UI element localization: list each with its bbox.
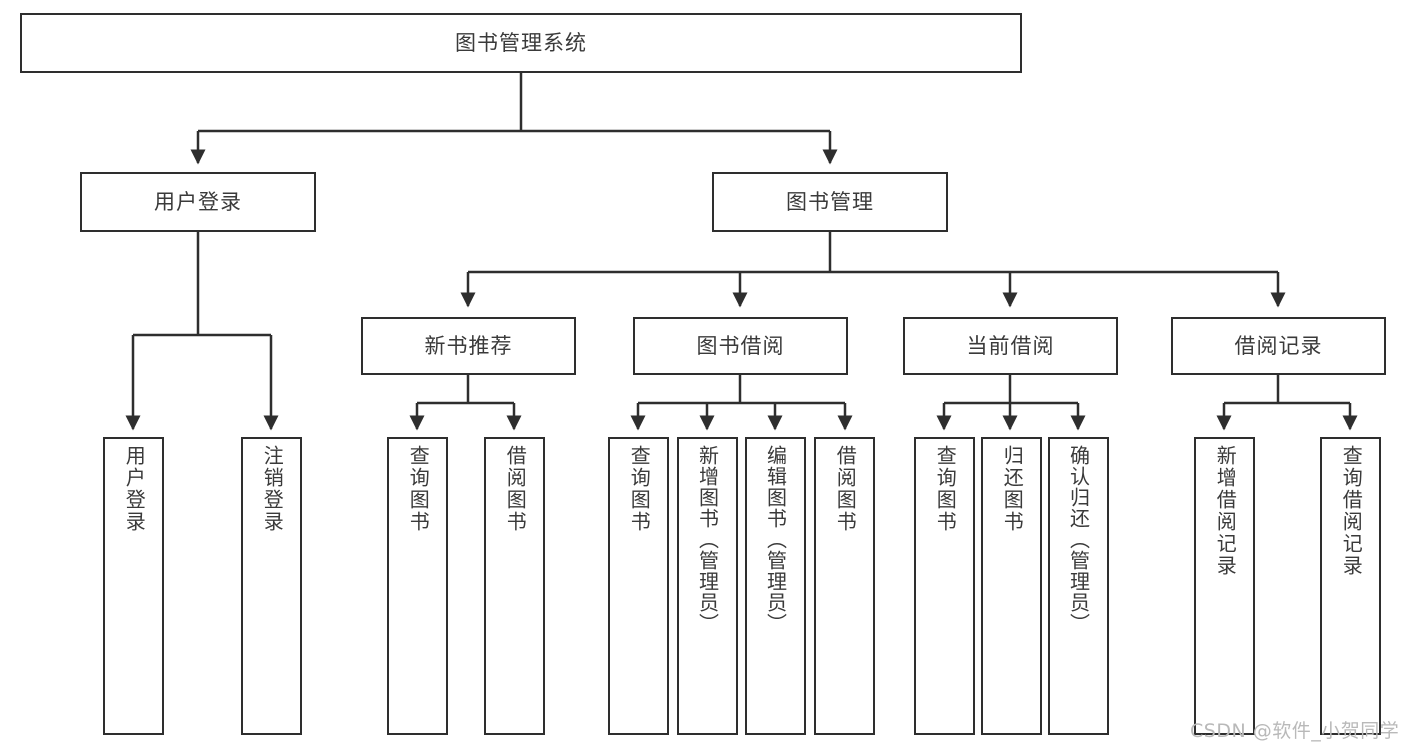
node-label: 查询图书	[933, 445, 958, 533]
node-label: 归还图书	[1000, 445, 1025, 533]
node-label: 查询图书	[627, 445, 652, 533]
csdn-watermark: CSDN @软件_小贺同学	[1190, 720, 1400, 742]
leaf-add-book-admin[interactable]: 新增图书（管理员）	[677, 437, 738, 735]
node-label: 借阅图书	[833, 445, 858, 533]
node-label: 编辑图书（管理员）	[763, 445, 788, 634]
node-label: 用户登录	[154, 189, 242, 214]
node-label: 用户登录	[122, 445, 147, 533]
node-current-borrow[interactable]: 当前借阅	[903, 317, 1118, 375]
node-label: 注销登录	[260, 445, 285, 533]
node-label: 借阅图书	[503, 445, 528, 533]
leaf-query-book-current[interactable]: 查询图书	[914, 437, 975, 735]
node-label: 查询图书	[406, 445, 431, 533]
leaf-query-book-recommend[interactable]: 查询图书	[387, 437, 448, 735]
node-book-borrow[interactable]: 图书借阅	[633, 317, 848, 375]
node-label: 新增借阅记录	[1213, 445, 1238, 577]
leaf-edit-book-admin[interactable]: 编辑图书（管理员）	[745, 437, 806, 735]
leaf-user-login[interactable]: 用户登录	[103, 437, 164, 735]
node-book-management[interactable]: 图书管理	[712, 172, 948, 232]
node-label: 新增图书（管理员）	[695, 445, 720, 634]
node-label: 当前借阅	[966, 333, 1055, 358]
leaf-borrow-book-recommend[interactable]: 借阅图书	[484, 437, 545, 735]
node-label: 新书推荐	[424, 333, 513, 358]
leaf-return-book[interactable]: 归还图书	[981, 437, 1042, 735]
leaf-logout[interactable]: 注销登录	[241, 437, 302, 735]
node-label: 借阅记录	[1234, 333, 1323, 358]
node-new-book-recommend[interactable]: 新书推荐	[361, 317, 576, 375]
leaf-add-borrow-record[interactable]: 新增借阅记录	[1194, 437, 1255, 735]
node-label: 图书借阅	[696, 333, 785, 358]
node-label: 图书管理系统	[455, 30, 587, 55]
leaf-query-book-borrow[interactable]: 查询图书	[608, 437, 669, 735]
node-user-login[interactable]: 用户登录	[80, 172, 316, 232]
leaf-query-borrow-record[interactable]: 查询借阅记录	[1320, 437, 1381, 735]
node-label: 确认归还（管理员）	[1066, 445, 1091, 634]
node-root-system[interactable]: 图书管理系统	[20, 13, 1022, 73]
leaf-confirm-return-admin[interactable]: 确认归还（管理员）	[1048, 437, 1109, 735]
node-label: 查询借阅记录	[1339, 445, 1364, 577]
node-borrow-record[interactable]: 借阅记录	[1171, 317, 1386, 375]
leaf-borrow-book[interactable]: 借阅图书	[814, 437, 875, 735]
node-label: 图书管理	[786, 189, 874, 214]
